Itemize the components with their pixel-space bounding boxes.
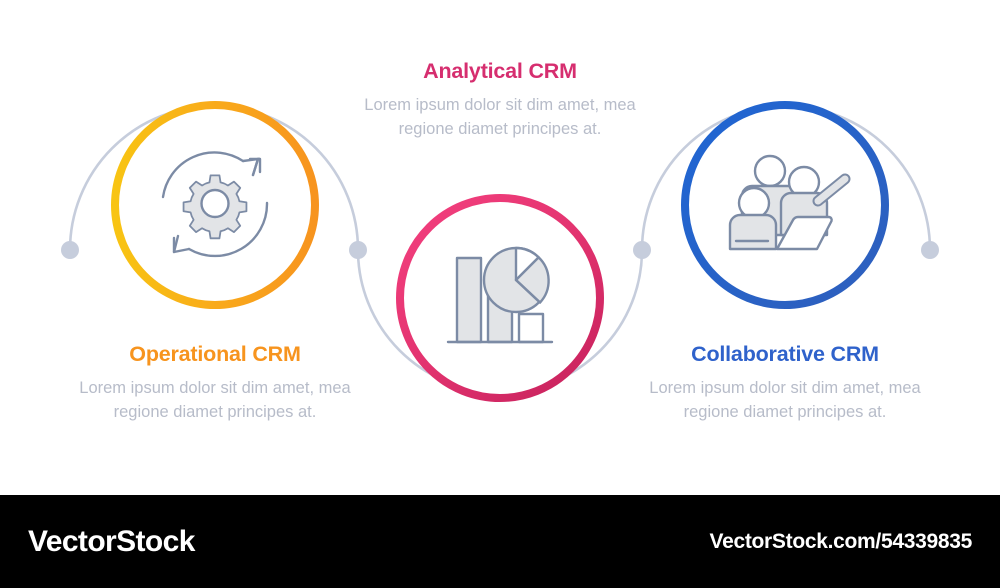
- operational-title: Operational CRM: [129, 342, 301, 366]
- infographic-canvas: Operational CRM Lorem ipsum dolor sit di…: [61, 59, 939, 424]
- step-text-operational: Operational CRM Lorem ipsum dolor sit di…: [65, 342, 365, 424]
- vectorstock-logo: VectorStock: [28, 524, 195, 558]
- connector-dot-1: [61, 241, 79, 259]
- analytical-description: Lorem ipsum dolor sit dim amet, mea regi…: [364, 95, 636, 138]
- step-text-analytical: Analytical CRM Lorem ipsum dolor sit dim…: [350, 59, 650, 141]
- operational-description: Lorem ipsum dolor sit dim amet, mea regi…: [79, 378, 351, 421]
- analytical-title: Analytical CRM: [423, 59, 577, 83]
- vectorstock-url: VectorStock.com/54339835: [709, 529, 973, 553]
- step-circle-analytical[interactable]: [396, 194, 604, 402]
- bar-pie-chart-icon: [446, 246, 554, 344]
- connector-dot-3: [633, 241, 651, 259]
- gear-cycle-icon: [161, 151, 269, 258]
- team-people-icon: [728, 154, 851, 251]
- collaborative-description: Lorem ipsum dolor sit dim amet, mea regi…: [649, 378, 921, 421]
- step-circle-operational[interactable]: [111, 101, 319, 309]
- collaborative-title: Collaborative CRM: [691, 342, 879, 366]
- connector-dot-4: [921, 241, 939, 259]
- watermark-footer: VectorStock VectorStock.com/54339835: [0, 495, 1000, 588]
- step-text-collaborative: Collaborative CRM Lorem ipsum dolor sit …: [635, 342, 935, 424]
- infographic-artwork: [61, 101, 939, 402]
- connector-dot-2: [349, 241, 367, 259]
- step-circle-collaborative[interactable]: [681, 101, 889, 309]
